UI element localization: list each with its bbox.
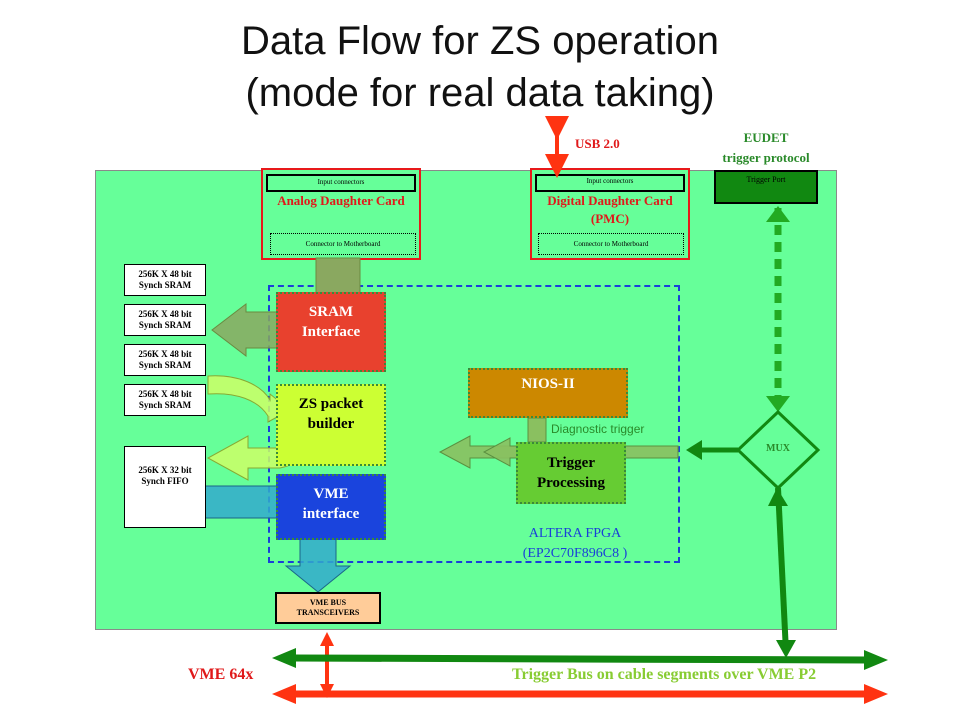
vme-interface-block: VME interface — [276, 474, 386, 540]
mux-label: MUX — [766, 443, 790, 454]
trigger-bus-label: Trigger Bus on cable segments over VME P… — [512, 666, 817, 683]
analog-motherboard-connector: Connector to Motherboard — [270, 233, 416, 255]
sram-interface-line-2: Interface — [301, 324, 361, 340]
diagnostic-trigger-label: Diagnostic trigger — [551, 422, 645, 436]
mux-to-bus-head-up — [768, 488, 788, 506]
page-title-line-1: Data Flow for ZS operation — [241, 19, 719, 63]
sram-chip-3: 256K X 48 bit Synch SRAM — [124, 344, 206, 376]
vme-interface-line-2: interface — [302, 506, 360, 522]
sram-chip-1: 256K X 48 bit Synch SRAM — [124, 264, 206, 296]
analog-input-connectors: Input connectors — [266, 174, 416, 192]
vme-bus-transceivers-line-2: TRANSCEIVERS — [296, 608, 360, 617]
trigger-processing-line-2: Processing — [536, 475, 606, 491]
vme64x-label: VME 64x — [188, 666, 254, 683]
fpga-label-line-2: (EP2C70F896C8 ) — [522, 546, 628, 561]
digital-card-label-line-2: (PMC) — [590, 211, 630, 226]
sram-chip-1-line-2: Synch SRAM — [138, 280, 192, 290]
sram-chip-4-line-2: Synch SRAM — [138, 400, 192, 410]
analog-to-sram-link — [315, 257, 361, 295]
eudet-label: EUDET — [743, 130, 789, 145]
trigger-bus-head-right — [864, 650, 888, 670]
analog-card-label: Analog Daughter Card — [277, 193, 405, 208]
sram-chip-3-line-2: Synch SRAM — [138, 360, 192, 370]
zs-packet-builder-line-2: builder — [307, 416, 355, 432]
trigger-bus-line — [291, 654, 869, 664]
vme-bus-transceivers-line-1: VME BUS — [309, 598, 347, 607]
page-title-line-2: (mode for real data taking) — [245, 71, 715, 115]
zs-packet-builder-block: ZS packet builder — [276, 384, 386, 466]
digital-card-label-line-1: Digital Daughter Card — [547, 193, 673, 208]
nios-to-trigger-link — [527, 417, 547, 443]
vme-interface-line-1: VME — [313, 486, 349, 502]
sram-chip-4: 256K X 48 bit Synch SRAM — [124, 384, 206, 416]
usb-label: USB 2.0 — [575, 136, 620, 151]
sram-chip-1-line-1: 256K X 48 bit — [138, 269, 192, 279]
nios-block: NIOS-II — [468, 368, 628, 418]
mux-to-bus-line — [775, 487, 789, 653]
sram-chip-4-line-1: 256K X 48 bit — [138, 389, 192, 399]
trigger-port: Trigger Port — [714, 170, 818, 204]
sram-chip-3-line-1: 256K X 48 bit — [138, 349, 192, 359]
vme-bus-head-left — [272, 684, 296, 704]
trigger-processing-line-1: Trigger — [546, 455, 596, 471]
sram-interface-line-1: SRAM — [308, 304, 354, 320]
zs-packet-builder-line-1: ZS packet — [298, 396, 364, 412]
digital-input-connectors: Input connectors — [535, 174, 685, 192]
mux-to-trigger-head — [686, 440, 702, 460]
sram-interface-block: SRAM Interface — [276, 292, 386, 372]
sram-chip-2-line-2: Synch SRAM — [138, 320, 192, 330]
fifo-chip-line-2: Synch FIFO — [141, 476, 189, 486]
vme-bus-transceivers: VME BUS TRANSCEIVERS — [275, 592, 381, 624]
trigger-port-link-head-down — [766, 396, 790, 412]
fpga-label-line-1: ALTERA FPGA — [528, 526, 622, 541]
mux-to-bus-head-down — [776, 640, 796, 658]
fpga-region — [268, 285, 680, 563]
sram-chip-2-line-1: 256K X 48 bit — [138, 309, 192, 319]
motherboard — [95, 170, 837, 630]
trigger-protocol-label: trigger protocol — [722, 150, 810, 165]
sram-chip-2: 256K X 48 bit Synch SRAM — [124, 304, 206, 336]
trigger-processing-block: Trigger Processing — [516, 442, 626, 504]
vme-bus-head-right — [864, 684, 888, 704]
transceiver-to-bus-head-up — [320, 632, 334, 646]
digital-motherboard-connector: Connector to Motherboard — [538, 233, 684, 255]
trigger-port-link-head-up — [766, 206, 790, 222]
fifo-chip-line-1: 256K X 32 bit — [138, 465, 192, 475]
fifo-chip: 256K X 32 bit Synch FIFO — [124, 446, 206, 528]
trigger-bus-head-left — [272, 648, 296, 668]
